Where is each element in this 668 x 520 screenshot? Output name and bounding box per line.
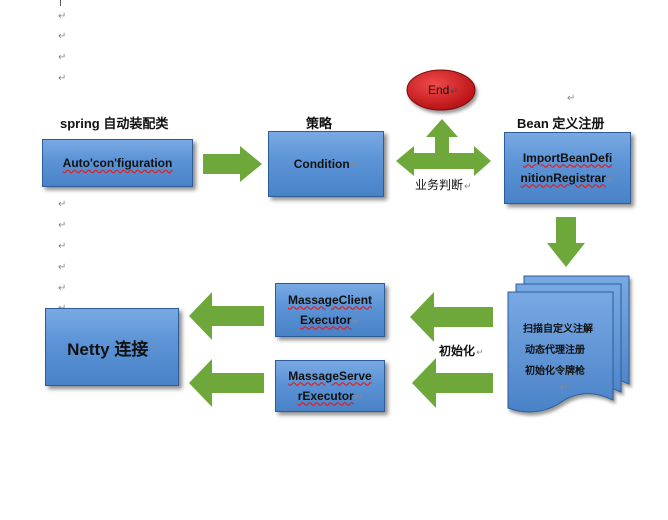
arrow-down <box>547 217 585 267</box>
condition-label: Condition <box>293 157 350 171</box>
end-node-label: End↵ <box>428 83 458 97</box>
paragraph-mark: ↵ <box>352 315 360 326</box>
massage-client-executor-box: MassageClient Executor↵ <box>275 283 385 337</box>
paragraph-mark: ↵ <box>450 86 458 96</box>
netty-label: Netty 连接 <box>67 339 149 359</box>
caption-bean-definition: Bean 定义注册 <box>517 116 605 131</box>
paragraph-mark: ↵ <box>58 52 67 63</box>
server-executor-label-line1: MassageServe <box>288 368 372 383</box>
registrar-label-line1: ImportBeanDefi <box>522 150 613 165</box>
paragraph-mark: ↵ <box>606 173 615 184</box>
arrow-left <box>412 358 493 408</box>
paragraph-mark: ↵ <box>464 181 472 191</box>
paragraph-mark: ↵ <box>350 158 359 169</box>
paragraph-mark: ↵ <box>58 262 67 273</box>
paragraph-mark: ↵ <box>58 241 67 252</box>
auto-configuration-label: Auto'con'figuration <box>62 156 173 170</box>
paragraph-mark: ↵ <box>58 73 67 84</box>
registrar-label-line2: nitionRegistrar <box>520 170 606 185</box>
paragraph-mark: ↵ <box>58 220 67 231</box>
paragraph-mark: ↵ <box>354 391 363 402</box>
arrow-right <box>203 146 262 182</box>
paragraph-mark: ↵ <box>567 93 576 104</box>
paragraph-mark: ↵ <box>476 347 484 357</box>
auto-configuration-box: Auto'con'figuration <box>42 139 193 187</box>
netty-connection-box: Netty 连接↵ <box>45 308 179 386</box>
arrow-left <box>410 292 493 342</box>
client-executor-label-line2: Executor <box>300 312 352 327</box>
label-business-judgment: 业务判断↵ <box>415 176 472 193</box>
arrow-left <box>189 292 264 340</box>
label-initialization-text: 初始化 <box>439 344 476 358</box>
paragraph-mark: ↵ <box>58 31 67 42</box>
document-line: 扫描自定义注解 <box>523 324 593 335</box>
paragraph-mark: ↵ <box>149 341 157 352</box>
paragraph-mark: ↵ <box>560 382 569 393</box>
document-stack <box>507 275 630 413</box>
server-executor-label-line2: rExecutor <box>297 388 354 403</box>
paragraph-mark: ↵ <box>58 199 67 210</box>
label-initialization: 初始化↵ <box>439 342 484 359</box>
decision-arrow <box>396 119 491 176</box>
document-line: 初始化令牌枪 <box>525 366 585 377</box>
document-line: 动态代理注册 <box>525 345 585 356</box>
condition-box: Condition↵ <box>268 131 384 197</box>
arrow-left <box>189 359 264 407</box>
caption-strategy: 策略 <box>306 116 333 131</box>
paragraph-mark: ↵ <box>58 283 67 294</box>
paragraph-mark: ↵ <box>58 11 67 22</box>
end-node-shape <box>406 69 476 111</box>
client-executor-label-line1: MassageClient <box>287 292 373 307</box>
end-node-text: End <box>428 83 450 97</box>
label-business-judgment-text: 业务判断 <box>415 178 464 192</box>
caption-spring-auto-config: spring 自动装配类 <box>60 116 169 131</box>
text-cursor <box>60 0 61 6</box>
massage-server-executor-box: MassageServe rExecutor↵ <box>275 360 385 412</box>
registrar-box: ImportBeanDefi nitionRegistrar↵ <box>504 132 631 204</box>
